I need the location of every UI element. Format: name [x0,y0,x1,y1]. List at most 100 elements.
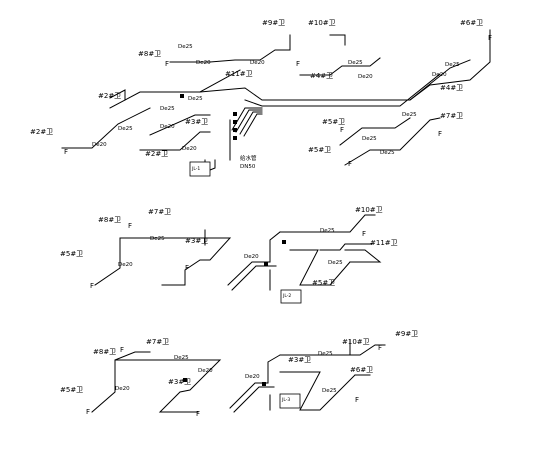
fixture-f-mark: F [165,60,169,68]
riser-tag: JL-1 [191,166,200,172]
diameter-label: De25 [322,388,337,394]
fixture-label: #4#卫 [440,84,463,92]
pipe-riser-bundle-3 [239,111,263,135]
pipe-branch-down-right [344,117,441,166]
riser-tag-box [280,289,302,304]
valve-icon [282,240,286,244]
riser-tag-box [279,393,301,409]
pipe-branch-down-left2 [149,114,211,136]
pipe-main [233,386,275,413]
diameter-label: De25 [150,236,165,242]
fixture-label: #5#卫 [60,250,83,258]
valve-icon [233,112,237,116]
fixture-label: #10#卫 [342,338,370,346]
pipe-branch-upleft2 [199,69,241,93]
fixture-f-mark: F [348,160,352,168]
fixture-f-mark: F [90,282,94,290]
pipe-branch-right [409,29,491,101]
fixture-label: #6#卫 [460,19,483,27]
riser-tag-box [189,161,211,177]
fixture-label: #4#卫 [310,72,333,80]
fixture-label: #5#卫 [322,118,345,126]
valve-icon [264,262,268,266]
fixture-label: #3#卫 [288,356,311,364]
fixture-label: #2#卫 [30,128,53,136]
pipe-riser-bundle-1 [231,107,263,131]
fixture-label: #9#卫 [262,19,285,27]
fixture-label: #9#卫 [395,330,418,338]
diameter-label: De20 [182,146,197,152]
diameter-label: De25 [318,351,333,357]
diameter-label: De25 [328,260,343,266]
pipe-main [91,351,151,413]
diameter-label: De25 [320,228,335,234]
valve-icon [233,136,237,140]
diameter-label: De20 [198,368,213,374]
fixture-f-mark: F [378,344,382,352]
valve-icon [233,128,237,132]
fixture-f-mark: F [340,126,344,134]
fixture-f-mark: F [86,408,90,416]
pipe-branch-left2 [109,89,126,101]
diameter-label: De25 [174,355,189,361]
pipe-main [94,237,176,286]
pipe-trunk-1b [244,73,441,107]
diameter-label: De25 [348,60,363,66]
fixture-label: #11#卫 [225,70,253,78]
fixture-label: #5#卫 [60,386,83,394]
fixture-label: #3#卫 [185,118,208,126]
fixture-f-mark: F [120,346,124,354]
fixture-f-mark: F [362,230,366,238]
fixture-label: #2#卫 [98,92,121,100]
valve-icon [180,94,184,98]
fixture-f-mark: F [438,130,442,138]
fixture-f-mark: F [355,396,359,404]
pipe-main [227,231,281,286]
system-2: JL-2 #8#卫 #7#卫 #3#卫 #5#卫 #10#卫 #11#卫 #5#… [60,206,398,304]
fixture-label: #3#卫 [168,378,191,386]
diameter-label: De25 [445,62,460,68]
fixture-f-mark: F [296,60,300,68]
system-1: JL-1 给水管 DN50 #9#卫 #10#卫 #6#卫 #8#卫 #11#卫… [30,19,492,177]
fixture-label: #6#卫 [350,366,373,374]
valve-icon [233,120,237,124]
pipe-trunk-1 [109,59,471,109]
fixture-label: #7#卫 [146,338,169,346]
fixture-label: #2#卫 [145,150,168,158]
diameter-label: De20 [432,72,447,78]
fixture-label: #10#卫 [355,206,383,214]
diameter-label: De20 [160,124,175,130]
diameter-label: De25 [160,106,175,112]
diameter-label: De20 [358,74,373,80]
fixture-label: #3#卫 [185,237,208,245]
fixture-f-mark: F [185,264,189,272]
diameter-label: De20 [115,386,130,392]
diameter-label: De20 [118,262,133,268]
pipe-branch-up-mid [299,57,381,76]
diameter-label: De20 [92,142,107,148]
fixture-label: #8#卫 [98,216,121,224]
pipe-branch-upleft [169,34,291,63]
main-label: 给水管 [240,154,257,162]
diameter-label: De20 [244,254,259,260]
diameter-label: De20 [245,374,260,380]
fixture-f-mark: F [64,148,68,156]
pipe-main [279,344,386,356]
fixture-label: #5#卫 [308,146,331,154]
diameter-label: De25 [402,112,417,118]
pipe-main [114,359,222,413]
fixture-f-mark: F [128,222,132,230]
pipe-riser-bundle-2 [235,109,263,133]
fixture-label: #10#卫 [308,19,336,27]
pipe-main [119,237,232,286]
riser-tag: JL-2 [282,293,291,299]
pipe-main [319,243,373,251]
pipe-branch-down-mid [339,117,411,146]
diameter-label: De20 [250,60,265,66]
diameter-label: De25 [118,126,133,132]
pipe-main [279,214,376,233]
pipe-main [231,265,277,291]
fixture-label: #8#卫 [93,348,116,356]
fixture-label: #11#卫 [370,239,398,247]
